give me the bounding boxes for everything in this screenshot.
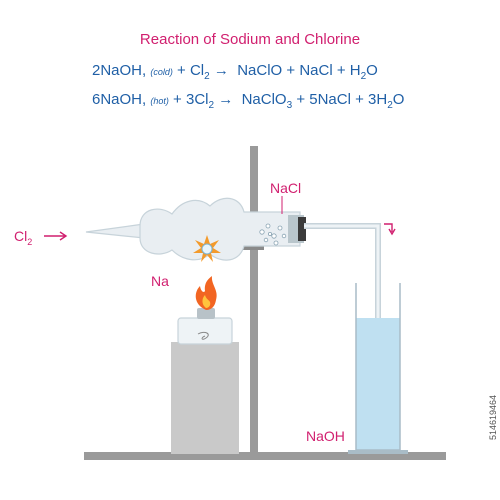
- eq2-arrow: →: [218, 91, 234, 108]
- eq1-chlorine-sub: 2: [204, 71, 210, 82]
- burner-block: [171, 342, 239, 454]
- diagram-title: Reaction of Sodium and Chlorine: [139, 31, 361, 48]
- eq2-condition: (hot): [150, 96, 169, 106]
- watermark: 514619464: [488, 394, 498, 440]
- reaction-tube: [139, 197, 301, 261]
- cylinder-liquid: [356, 318, 400, 450]
- cylinder-foot: [348, 450, 408, 454]
- eq1-reactant: 2NaOH,: [92, 62, 147, 79]
- flow-arrow-icon: [384, 223, 393, 232]
- eq2-products: + 5NaCl + 3H: [296, 91, 388, 108]
- burner-jar: [177, 317, 233, 345]
- label-cl2: Cl2: [14, 228, 32, 247]
- cl2-text: Cl: [14, 228, 28, 244]
- burner-wick: [197, 331, 209, 340]
- equation-hot: 6NaOH, (hot) + 3Cl2 → NaClO3 + 5NaCl + 3…: [92, 91, 404, 111]
- cl2-arrow-icon: [44, 231, 68, 241]
- eq1-chlorine: + Cl: [177, 62, 205, 79]
- inlet-tube: [85, 223, 145, 239]
- stopper-dark: [298, 217, 306, 241]
- flame-inner: [202, 295, 211, 308]
- eq2-reactant: 6NaOH,: [92, 91, 147, 108]
- eq2-water-sub: 2: [387, 100, 393, 111]
- eq1-products: NaClO + NaCl + H: [237, 62, 361, 79]
- eq2-chlorate-sub: 3: [286, 100, 293, 111]
- eq1-water-sub: 2: [360, 71, 367, 82]
- eq2-chlorate: NaClO: [241, 91, 287, 108]
- equation-cold: 2NaOH, (cold) + Cl2 → NaClO + NaCl + H2O: [92, 62, 378, 82]
- stand-base: [84, 452, 446, 460]
- flame-icon: [195, 276, 217, 310]
- eq1-products-end: O: [366, 62, 378, 79]
- cl2-sub: 2: [27, 236, 33, 247]
- eq1-condition: (cold): [150, 67, 173, 77]
- label-nacl: NaCl: [270, 180, 302, 196]
- label-na: Na: [151, 273, 169, 289]
- eq2-products-end: O: [392, 91, 405, 108]
- stand-rod: [250, 146, 258, 454]
- burner-cap: [197, 308, 215, 319]
- eq2-chlorine: + 3Cl: [173, 91, 209, 108]
- eq1-arrow: →: [213, 62, 229, 79]
- eq2-chlorine-sub: 2: [208, 100, 215, 111]
- nacl-particles: [259, 223, 287, 246]
- label-naoh: NaOH: [306, 428, 345, 444]
- sodium-spark: [193, 235, 221, 262]
